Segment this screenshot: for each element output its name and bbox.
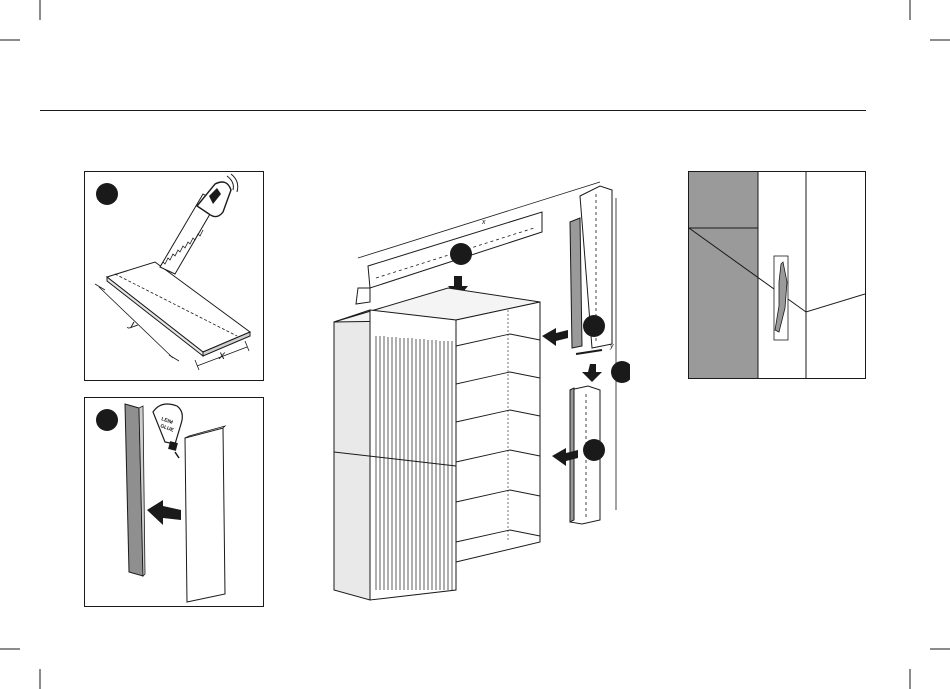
glue-illustration: LEIM GLUE (85, 398, 263, 606)
push-arrow-icon (147, 500, 181, 525)
down-arrow-icon (576, 350, 602, 382)
saw-cut-illustration: y x (85, 172, 263, 380)
step-badge (450, 243, 472, 265)
dim-x-main-label: x (481, 219, 486, 226)
dim-y-label: y (126, 317, 141, 333)
adhesive-detail-illustration (689, 172, 865, 378)
header-rule (40, 110, 866, 111)
step-glue-panel: LEIM GLUE (84, 397, 264, 607)
step-badge (611, 361, 630, 383)
step-badge (96, 183, 118, 205)
step-badge (583, 315, 605, 337)
adhesive-strip-icon (774, 256, 788, 340)
step-saw-panel: y x (84, 171, 264, 381)
dim-y-main-label: y (609, 343, 614, 350)
step-badge (583, 439, 605, 461)
dim-x-label: x (218, 348, 226, 362)
glue-bottle-icon: LEIM GLUE (153, 404, 182, 458)
cabinet (334, 288, 540, 600)
top-rail-part: x (356, 182, 600, 304)
detail-panel (688, 171, 866, 379)
side-strip-parts: y (570, 186, 630, 524)
cabinet-assembly-illustration: x (330, 170, 630, 610)
step-badge (96, 409, 118, 431)
saw-icon (160, 174, 238, 274)
